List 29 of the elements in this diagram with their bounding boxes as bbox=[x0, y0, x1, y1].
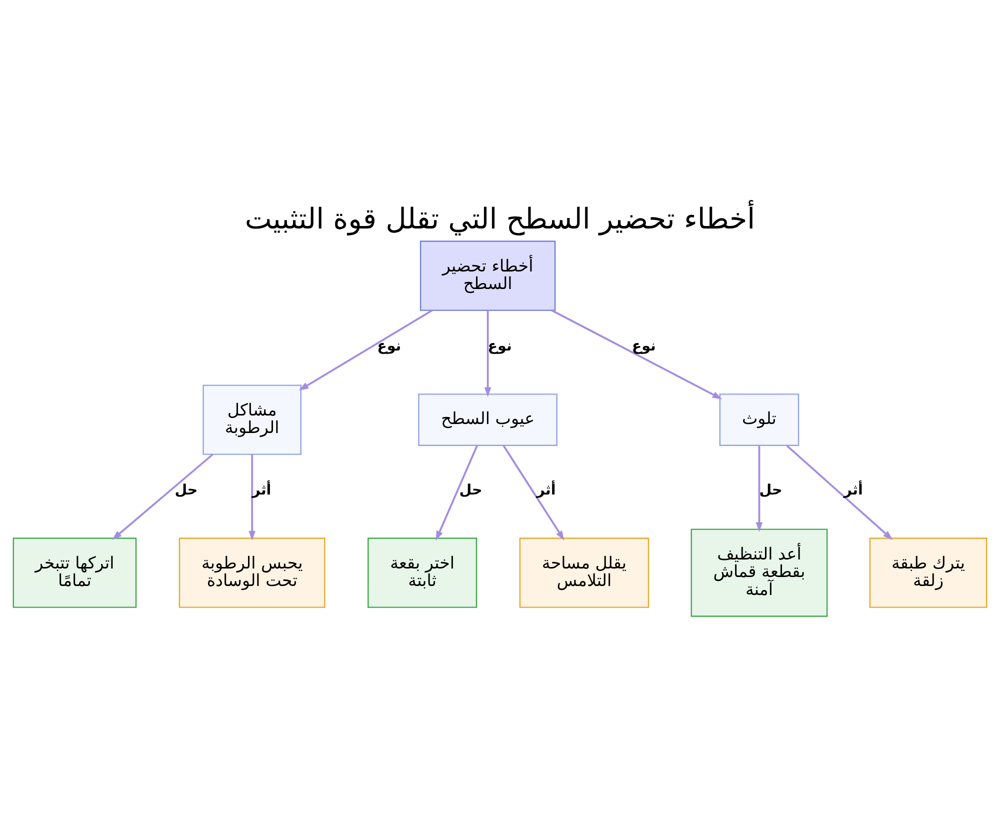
arrow bbox=[298, 309, 433, 390]
arrow bbox=[551, 309, 722, 399]
edge-label: أثر bbox=[844, 482, 863, 498]
arrow bbox=[248, 454, 256, 540]
edge-label: حل bbox=[759, 482, 782, 498]
edge-label: أثر bbox=[536, 482, 556, 498]
node-box: عيوب السطح bbox=[418, 393, 558, 446]
arrow bbox=[484, 310, 492, 397]
node-box: اتركها تتبخر تمامًا bbox=[12, 537, 137, 608]
node-box: يحبس الرطوبة تحت الوسادة bbox=[178, 537, 326, 608]
edge-label: نوع bbox=[488, 338, 512, 354]
arrow bbox=[756, 445, 763, 532]
arrow bbox=[786, 444, 893, 540]
edge-label: حل bbox=[459, 482, 482, 498]
edge-label: حل bbox=[174, 482, 198, 498]
edge-label: نوع bbox=[377, 338, 402, 354]
node-box: اختر بقعة ثابتة bbox=[368, 537, 478, 608]
arrow bbox=[502, 444, 564, 540]
node-box: يقلل مساحة التلامس bbox=[519, 537, 650, 608]
edge-label: نوع bbox=[632, 338, 656, 354]
arrow bbox=[436, 444, 478, 540]
edge-label: أثر bbox=[252, 482, 272, 498]
node-box: يترك طبقة زلقة bbox=[869, 537, 988, 608]
node-box: مشاكل الرطوبة bbox=[202, 384, 302, 454]
node-box: أخطاء تحضير السطح bbox=[420, 240, 556, 310]
node-box: تلوث bbox=[719, 393, 800, 446]
arrow bbox=[112, 453, 214, 540]
diagram-title: أخطاء تحضير السطح التي تقلل قوة التثبيت bbox=[244, 200, 756, 235]
node-box: أعد التنظيف بقطعة قماش آمنة bbox=[690, 528, 828, 616]
